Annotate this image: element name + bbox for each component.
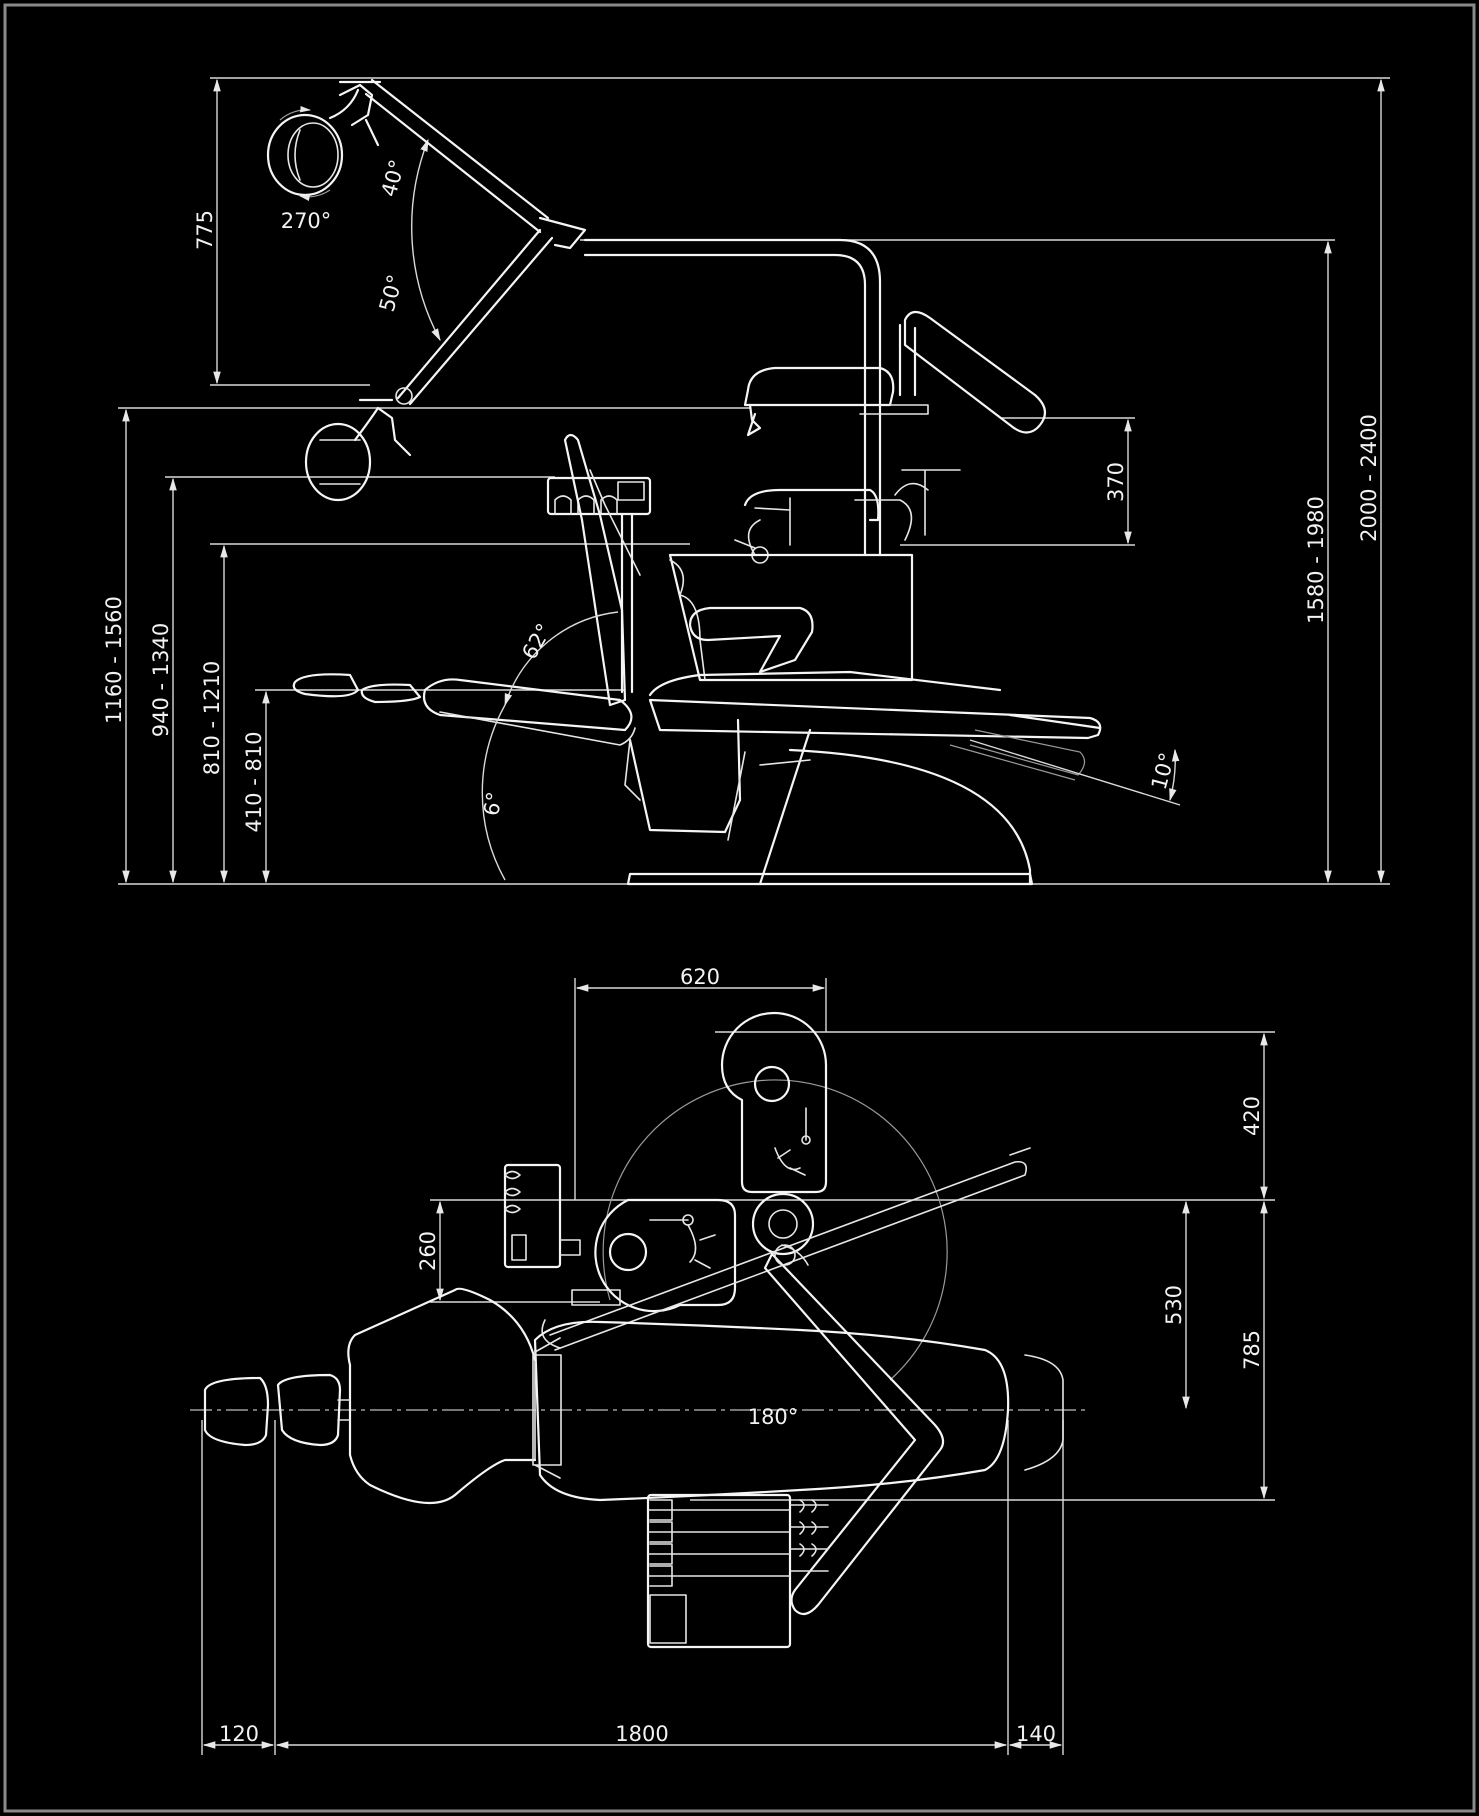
lamp-rotation-label: 270° xyxy=(281,209,332,233)
chair-body xyxy=(292,433,1102,886)
doctor-tray-top xyxy=(646,1493,829,1649)
swivel-arc xyxy=(602,1079,948,1381)
angle-10-label: 10° xyxy=(1147,750,1180,792)
dim-120-label: 120 xyxy=(219,1722,259,1746)
dim-1160-label: 1160 - 1560 xyxy=(102,596,126,724)
arm-angle-arc xyxy=(411,138,441,342)
lamp-arm-upper xyxy=(364,78,587,250)
chair-top-outline xyxy=(203,1287,1064,1505)
cuspidor xyxy=(734,482,929,564)
drawing-frame xyxy=(3,3,1476,1813)
dim-940-label: 940 - 1340 xyxy=(149,623,173,737)
side-view: 775 1160 - 1560 940 - 1340 810 - 1210 41… xyxy=(102,77,1390,886)
backrest-arc xyxy=(504,611,619,707)
side-dimensions: 775 1160 - 1560 940 - 1340 810 - 1210 41… xyxy=(102,78,1385,884)
dim-410-label: 410 - 810 xyxy=(242,731,266,832)
dim-620-label: 620 xyxy=(680,965,720,989)
dim-530-label: 530 xyxy=(1162,1285,1186,1325)
legrest-ref xyxy=(969,739,1181,806)
angle-62-label: 62° xyxy=(517,619,556,663)
swivel-angle-label: 180° xyxy=(748,1405,799,1429)
dim-785-label: 785 xyxy=(1240,1330,1264,1370)
legrest-arc xyxy=(1169,748,1180,802)
dim-1800-label: 1800 xyxy=(615,1722,668,1746)
assistant-swivel-arm xyxy=(541,1147,1031,1351)
dim-2000-label: 2000 - 2400 xyxy=(1357,414,1381,542)
dim-810-label: 810 - 1210 xyxy=(200,661,224,775)
angle-50-label: 50° xyxy=(375,272,408,314)
dim-370-label: 370 xyxy=(1104,462,1128,502)
dim-140-label: 140 xyxy=(1016,1722,1056,1746)
dim-260-label: 260 xyxy=(416,1231,440,1271)
doctor-tray xyxy=(743,366,929,437)
doctor-arm xyxy=(763,1244,945,1616)
angle-40-label: 40° xyxy=(377,157,410,199)
lamp-arm-lower xyxy=(395,228,554,406)
lamp-column-arm xyxy=(583,238,882,557)
doctor-instrument-unit xyxy=(503,1163,737,1313)
assistant-module xyxy=(720,1011,828,1194)
operating-lamp-upper xyxy=(266,80,382,202)
top-view: 620 420 260 530 785 120 1800 140 180° xyxy=(190,965,1275,1755)
top-dimensions: 620 420 260 530 785 120 1800 140 180° xyxy=(202,965,1268,1749)
dim-1580-label: 1580 - 1980 xyxy=(1304,496,1328,624)
operating-lamp-lower xyxy=(304,398,412,502)
assistant-arm xyxy=(898,310,1047,536)
dim-420-label: 420 xyxy=(1240,1096,1264,1136)
seat-arc xyxy=(481,704,506,881)
angle-6-label: 6° xyxy=(479,790,507,818)
dim-775-label: 775 xyxy=(193,210,217,250)
